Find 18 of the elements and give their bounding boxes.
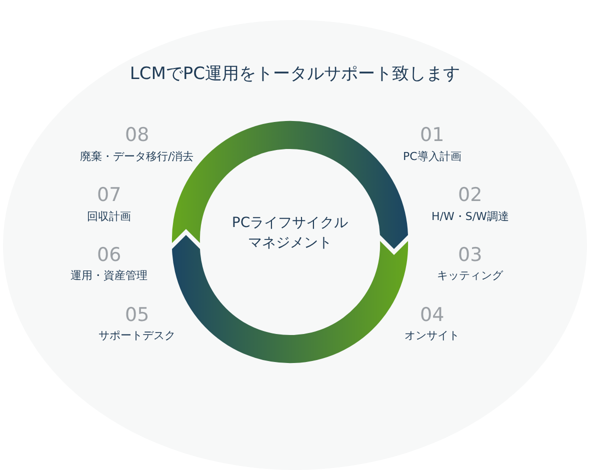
step-number: 01 bbox=[420, 124, 444, 146]
step-number: 07 bbox=[97, 184, 122, 206]
step-number: 08 bbox=[125, 124, 150, 146]
step-label: サポートデスク bbox=[98, 328, 176, 343]
step-label: オンサイト bbox=[404, 328, 460, 343]
step-number: 02 bbox=[458, 184, 482, 206]
center-label: PCライフサイクルマネジメント bbox=[230, 213, 350, 253]
step-number: 06 bbox=[97, 244, 122, 266]
step-label: 運用・資産管理 bbox=[70, 268, 148, 283]
step-number: 04 bbox=[420, 304, 444, 326]
step-label: 回収計画 bbox=[87, 209, 131, 224]
title: LCMでPC運用をトータルサポート致します bbox=[128, 63, 462, 85]
step-number: 03 bbox=[458, 244, 482, 266]
step-label: キッティング bbox=[437, 268, 503, 283]
step-number: 05 bbox=[125, 304, 150, 326]
step-label: PC導入計画 bbox=[403, 149, 462, 164]
step-label: 廃棄・データ移行/消去 bbox=[80, 149, 194, 164]
step-label: H/W・S/W調達 bbox=[432, 209, 509, 224]
